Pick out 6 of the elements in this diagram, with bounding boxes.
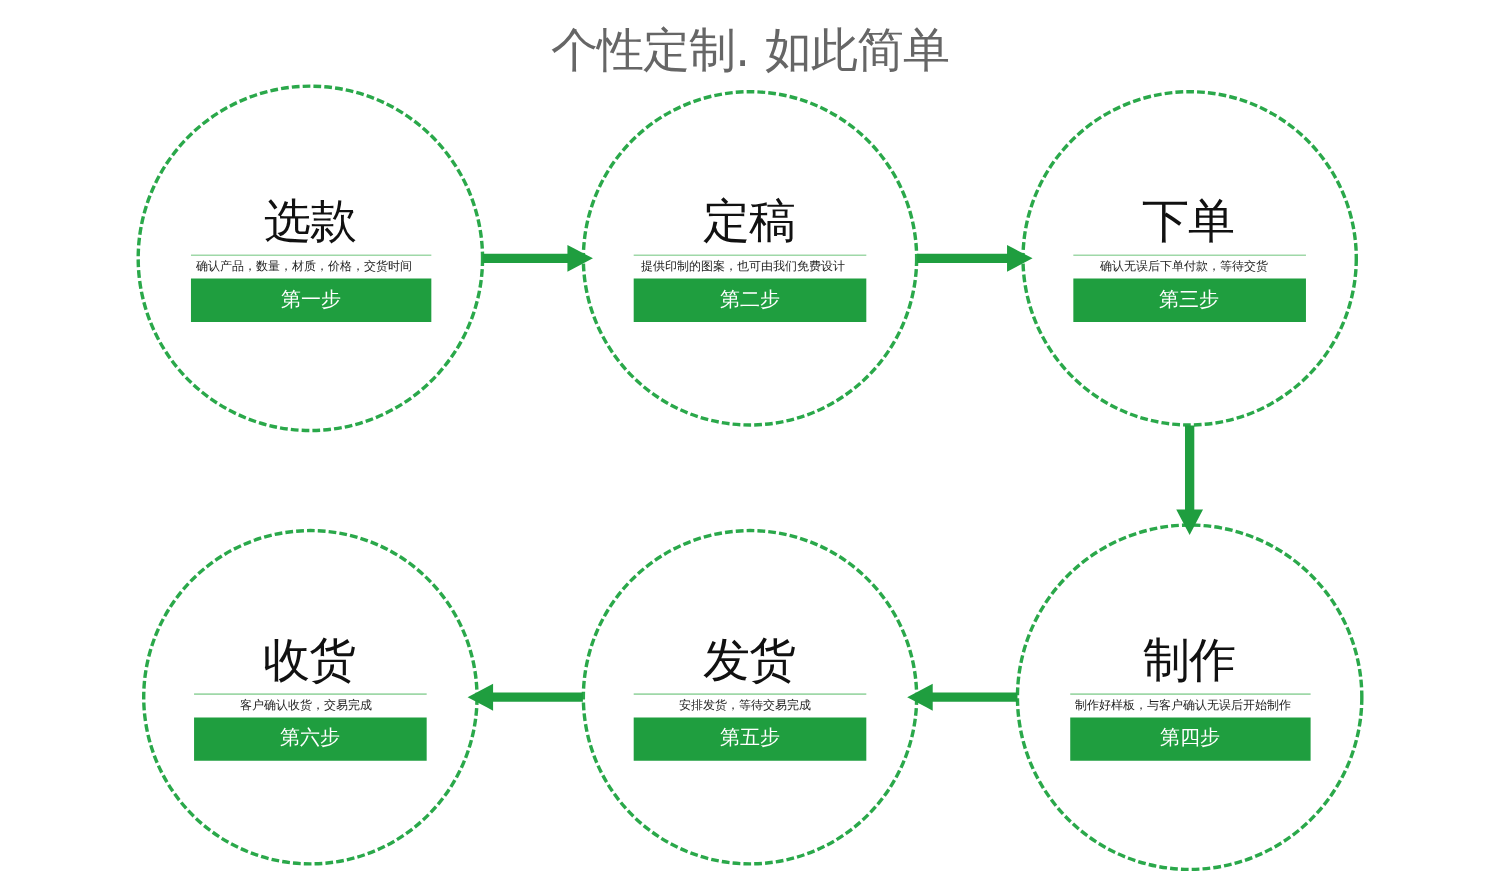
arrow <box>467 683 583 711</box>
arrow <box>917 244 1033 272</box>
diagram-title: 个性定制. 如此简单 <box>551 24 949 79</box>
arrow <box>482 244 593 272</box>
arrow <box>1176 425 1204 535</box>
arrow <box>907 683 1018 711</box>
